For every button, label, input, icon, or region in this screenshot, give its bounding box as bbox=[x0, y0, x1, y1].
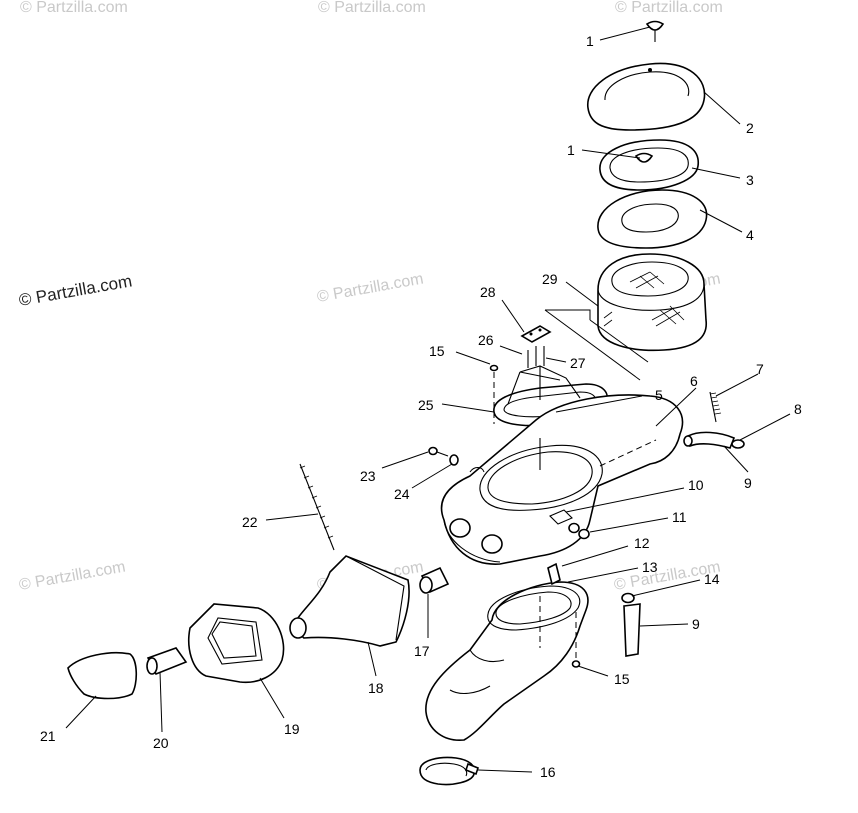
watermark: © Partzilla.com bbox=[20, 0, 128, 16]
callout-label: 8 bbox=[794, 401, 802, 417]
part-air-filter bbox=[597, 253, 708, 352]
watermark: © Partzilla.com bbox=[18, 558, 127, 593]
watermark: © Partzilla.com bbox=[318, 0, 426, 16]
callout-label: 4 bbox=[746, 227, 754, 243]
part-foam-cover bbox=[67, 651, 138, 700]
part-screw-lower bbox=[571, 612, 581, 668]
part-wing-nut-top bbox=[645, 20, 665, 42]
callout-numbers: 1 2 1 3 4 29 28 26 27 15 25 5 6 7 8 9 23… bbox=[40, 33, 802, 780]
part-grommets bbox=[568, 522, 590, 540]
callout-label: 2 bbox=[746, 120, 754, 136]
callout-label: 27 bbox=[570, 355, 586, 371]
callout-label: 1 bbox=[586, 33, 594, 49]
callout-label: 25 bbox=[418, 397, 434, 413]
callout-label: 14 bbox=[704, 571, 720, 587]
callout-label: 11 bbox=[672, 509, 687, 525]
part-long-bolt bbox=[709, 391, 722, 423]
callout-label: 22 bbox=[242, 514, 258, 530]
callout-label: 3 bbox=[746, 172, 754, 188]
leader-lines bbox=[65, 26, 791, 773]
callout-label: 9 bbox=[692, 616, 700, 632]
callout-label: 21 bbox=[40, 728, 56, 744]
callout-label: 13 bbox=[642, 559, 658, 575]
part-cover bbox=[587, 62, 706, 131]
callout-label: 29 bbox=[542, 271, 558, 287]
callout-label: 24 bbox=[394, 486, 410, 502]
callout-label: 26 bbox=[478, 332, 494, 348]
part-screw-washer bbox=[428, 446, 459, 466]
part-hose-lower bbox=[621, 592, 641, 657]
callout-label: 7 bbox=[756, 361, 764, 377]
watermark: © Partzilla.com bbox=[615, 0, 723, 16]
part-intake-frame bbox=[188, 603, 285, 684]
callout-label: 28 bbox=[480, 284, 496, 300]
callout-label: 16 bbox=[540, 764, 556, 780]
part-filter-plate bbox=[597, 189, 708, 249]
part-lower-duct bbox=[425, 581, 589, 741]
watermark-main: © Partzilla.com bbox=[17, 271, 133, 310]
part-intake-boot bbox=[289, 555, 410, 647]
callout-label: 18 bbox=[368, 680, 384, 696]
callout-label: 15 bbox=[429, 343, 445, 359]
watermark: © Partzilla.com bbox=[316, 270, 425, 305]
part-screw-top bbox=[489, 364, 499, 424]
callout-label: 9 bbox=[744, 475, 752, 491]
part-gasket-ring bbox=[599, 139, 699, 191]
callout-label: 17 bbox=[414, 643, 430, 659]
callout-label: 10 bbox=[688, 477, 704, 493]
part-sleeve bbox=[419, 566, 450, 594]
callout-label: 23 bbox=[360, 468, 376, 484]
callout-label: 19 bbox=[284, 721, 300, 737]
part-small-plate bbox=[520, 325, 552, 343]
part-short-tube bbox=[146, 647, 188, 676]
callout-label: 15 bbox=[614, 671, 630, 687]
callout-label: 5 bbox=[655, 387, 663, 403]
callout-label: 1 bbox=[567, 142, 575, 158]
part-fitting bbox=[547, 562, 561, 586]
part-threaded-rod bbox=[299, 463, 335, 551]
callout-label: 12 bbox=[634, 535, 650, 551]
part-air-box bbox=[440, 394, 684, 565]
guide-lines bbox=[544, 309, 649, 381]
part-hose-clamp bbox=[419, 756, 479, 786]
callout-label: 6 bbox=[690, 373, 698, 389]
callout-label: 20 bbox=[153, 735, 169, 751]
part-hose-upper bbox=[683, 431, 745, 449]
